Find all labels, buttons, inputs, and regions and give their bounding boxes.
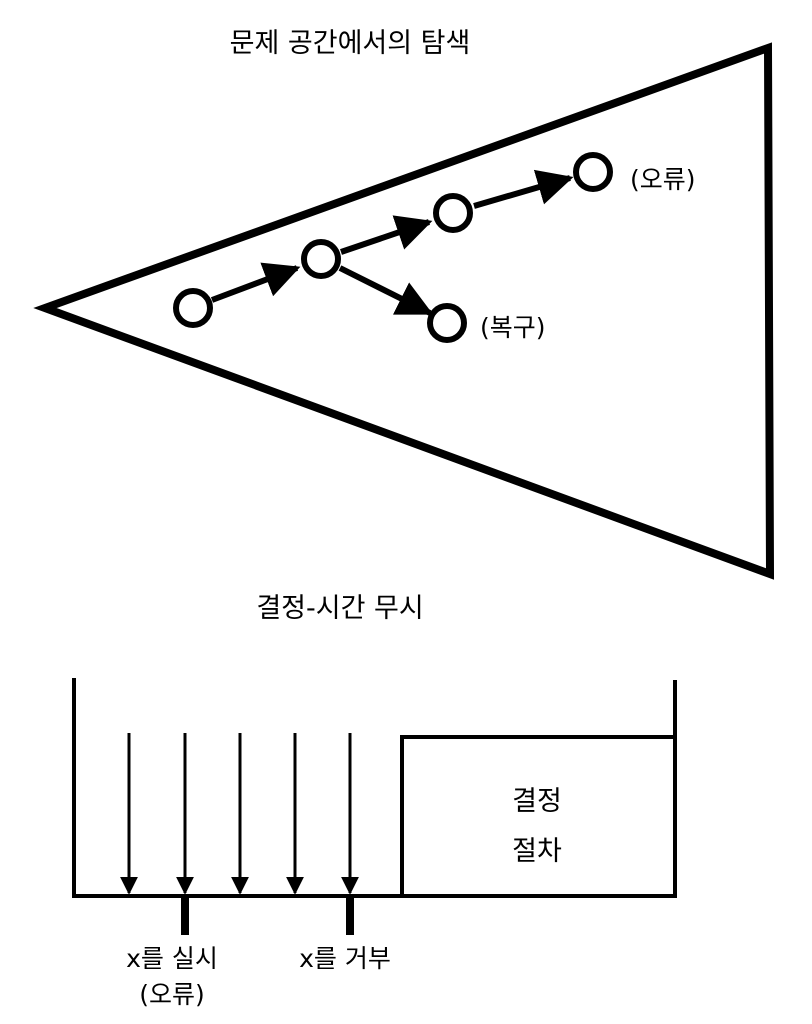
- decision-procedure-box: [400, 735, 677, 898]
- label-recovery: (복구): [480, 313, 546, 342]
- label-do-x-error: (오류): [139, 980, 205, 1009]
- label-error: (오류): [630, 165, 696, 194]
- state-node-recovery: [427, 303, 467, 343]
- label-do-x: x를 실시: [126, 944, 218, 973]
- search-arrow-1: [210, 262, 301, 303]
- state-node-branch: [301, 239, 341, 279]
- box-label-line1: 결정: [512, 786, 562, 817]
- label-reject-x: x를 거부: [299, 944, 391, 973]
- state-node-start: [173, 288, 213, 328]
- search-arrow-3: [473, 169, 574, 209]
- timeline-container: [72, 678, 677, 898]
- box-label-line2: 절차: [512, 836, 562, 867]
- search-arrow-2: [340, 215, 433, 255]
- state-node-error: [573, 152, 613, 192]
- state-node-middle: [433, 193, 473, 233]
- top-title: 문제 공간에서의 탐색: [230, 28, 471, 59]
- search-arrow-recovery: [338, 265, 434, 316]
- bottom-title: 결정-시간 무시: [256, 593, 423, 624]
- problem-space-triangle: [33, 42, 775, 580]
